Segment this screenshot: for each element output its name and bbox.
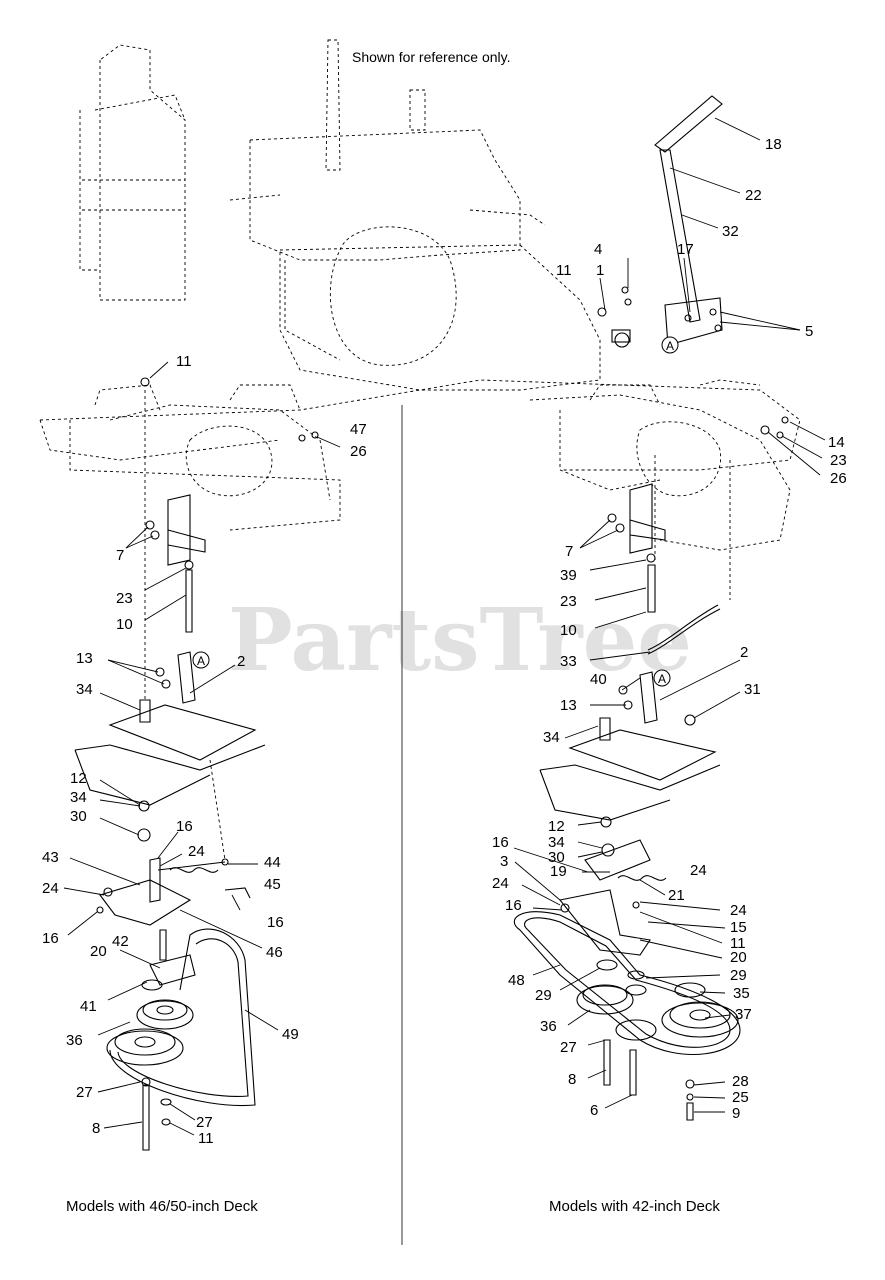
callout: 27 xyxy=(76,1084,93,1101)
callout: 11 xyxy=(730,935,746,952)
callout: 12 xyxy=(548,818,565,835)
callout: 32 xyxy=(722,223,739,240)
callout: 7 xyxy=(116,547,124,564)
lift-lever-assembly xyxy=(597,95,789,439)
callout: 30 xyxy=(70,808,87,825)
callout: 16 xyxy=(176,818,193,835)
callout: 10 xyxy=(116,616,133,633)
callout: 27 xyxy=(560,1039,577,1056)
callout: 24 xyxy=(690,862,707,879)
callout: 24 xyxy=(492,875,509,892)
callout: 33 xyxy=(560,653,577,670)
callout: 24 xyxy=(42,880,59,897)
callout: 29 xyxy=(730,967,747,984)
marker-a-left: A xyxy=(192,651,210,669)
callout: 9 xyxy=(732,1105,740,1122)
callout: 48 xyxy=(508,972,525,989)
marker-a-top: A xyxy=(661,336,679,354)
leader-lines xyxy=(63,117,826,1136)
callout: 12 xyxy=(70,770,87,787)
callout: 5 xyxy=(805,323,813,340)
callout: 23 xyxy=(116,590,133,607)
callout: 34 xyxy=(548,834,565,851)
callout: 7 xyxy=(565,543,573,560)
callouts-top: 18 22 32 4 1 11 17 5 14 23 26 xyxy=(556,136,847,487)
callout: 30 xyxy=(548,849,565,866)
callout: 11 xyxy=(176,353,192,370)
callouts-right: 7 39 23 10 33 2 40 31 13 34 12 34 30 16 … xyxy=(492,543,761,1122)
callout: 21 xyxy=(668,887,685,904)
reference-note: Shown for reference only. xyxy=(352,49,511,65)
callout: 24 xyxy=(188,843,205,860)
callout: 19 xyxy=(550,863,567,880)
callout: 3 xyxy=(500,853,508,870)
callout: 11 xyxy=(198,1130,214,1147)
callout: 2 xyxy=(237,653,245,670)
callout: 29 xyxy=(535,987,552,1004)
callout: 18 xyxy=(765,136,782,153)
callout: 44 xyxy=(264,854,281,871)
callout: 13 xyxy=(560,697,577,714)
callout: 47 xyxy=(350,421,367,438)
callout: 28 xyxy=(732,1073,749,1090)
callout: 4 xyxy=(594,241,602,258)
callout: 6 xyxy=(590,1102,598,1119)
callout: 25 xyxy=(732,1089,749,1106)
callout: 8 xyxy=(568,1071,576,1088)
callout: 26 xyxy=(350,443,367,460)
callout: 34 xyxy=(70,789,87,806)
caption-left: Models with 46/50-inch Deck xyxy=(66,1198,258,1215)
left-assembly-drawing xyxy=(74,377,319,1151)
callout: 34 xyxy=(543,729,560,746)
callout: 16 xyxy=(42,930,59,947)
watermark: PartsTree xyxy=(228,590,692,691)
callout: 39 xyxy=(560,567,577,584)
callout: 16 xyxy=(505,897,522,914)
callout: 42 xyxy=(112,933,129,950)
callout: 16 xyxy=(492,834,509,851)
svg-text:A: A xyxy=(658,672,666,686)
callout: 31 xyxy=(744,681,761,698)
callout: 2 xyxy=(740,644,748,661)
callout: 10 xyxy=(560,622,577,639)
callout: 8 xyxy=(92,1120,100,1137)
callouts-left: 11 47 26 7 23 10 13 2 34 12 34 30 16 24 … xyxy=(42,353,367,1147)
callout: 22 xyxy=(745,187,762,204)
callout: 15 xyxy=(730,919,747,936)
marker-a-right: A xyxy=(653,669,671,687)
caption-right: Models with 42-inch Deck xyxy=(549,1198,720,1215)
callout: 23 xyxy=(830,452,847,469)
callout: 43 xyxy=(42,849,59,866)
callout: 45 xyxy=(264,876,281,893)
callout: 34 xyxy=(76,681,93,698)
callout: 16 xyxy=(267,914,284,931)
callout: 1 xyxy=(596,262,604,279)
callout: 37 xyxy=(735,1006,752,1023)
callout: 49 xyxy=(282,1026,299,1043)
callout: 36 xyxy=(540,1018,557,1035)
callout: 13 xyxy=(76,650,93,667)
callout: 24 xyxy=(730,902,747,919)
svg-text:A: A xyxy=(666,339,674,353)
svg-text:A: A xyxy=(197,654,205,668)
callout: 40 xyxy=(590,671,607,688)
reference-frame-drawing xyxy=(39,39,801,861)
callout: 35 xyxy=(733,985,750,1002)
right-assembly-drawing xyxy=(513,483,741,1121)
callout: 23 xyxy=(560,593,577,610)
callout: 17 xyxy=(677,241,694,258)
callout: 36 xyxy=(66,1032,83,1049)
callout: 20 xyxy=(90,943,107,960)
callout: 11 xyxy=(556,262,572,279)
callout: 46 xyxy=(266,944,283,961)
callout: 41 xyxy=(80,998,97,1015)
callout: 26 xyxy=(830,470,847,487)
callout: 27 xyxy=(196,1114,213,1131)
callout: 14 xyxy=(828,434,845,451)
callout: 20 xyxy=(730,949,747,966)
